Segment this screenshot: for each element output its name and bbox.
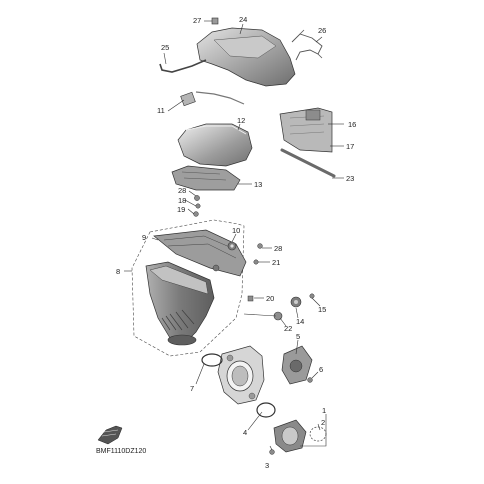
part-12-cover-shell	[177, 123, 253, 167]
callout-2: 2	[321, 418, 325, 427]
part-4-clamp	[256, 402, 276, 418]
assembly-8-boundary	[131, 219, 245, 357]
callout-13: 13	[254, 180, 262, 189]
callout-9: 9	[142, 233, 146, 242]
leader-lines	[124, 20, 344, 451]
part-15-bolt	[309, 293, 315, 299]
callout-22: 22	[284, 324, 292, 333]
callout-17: 17	[346, 142, 354, 151]
part-5-sensor	[281, 345, 313, 385]
callout-25: 25	[161, 43, 169, 52]
callout-4: 4	[243, 428, 247, 437]
callout-14: 14	[296, 317, 304, 326]
callout-19: 19	[177, 205, 185, 214]
callout-11: 11	[157, 106, 165, 115]
callout-10: 10	[232, 226, 240, 235]
callout-16: 16	[348, 120, 356, 129]
part-26-clip	[291, 29, 323, 61]
callout-5: 5	[296, 332, 300, 341]
callout-3: 3	[265, 461, 269, 470]
callout-8: 8	[116, 267, 120, 276]
part-11-strap	[180, 91, 245, 107]
callout-28: 28	[178, 186, 186, 195]
part-6-screw	[307, 377, 313, 383]
callouts: 1 2 3 4 5 6 7 8 9 10 11 12 13 14 15 16 1…	[116, 15, 356, 470]
motorcycle-icon	[97, 425, 123, 445]
part-13-duct	[171, 165, 241, 191]
callout-18: 18	[178, 196, 186, 205]
throttle-body	[217, 345, 265, 405]
diagram-code: BMF1110DZ120	[96, 448, 146, 455]
part-9-filter-plate	[153, 229, 247, 277]
callout-1: 1	[322, 406, 326, 415]
part-23-rod	[280, 148, 336, 178]
callout-7: 7	[190, 384, 194, 393]
part-25-hose	[159, 59, 207, 73]
part-7-clamp	[201, 353, 223, 367]
callout-21: 21	[272, 258, 280, 267]
callout-15: 15	[318, 305, 326, 314]
part-27-bolt	[211, 17, 219, 25]
callout-28b: 28	[274, 244, 282, 253]
callout-12: 12	[237, 116, 245, 125]
callout-27: 27	[193, 16, 201, 25]
part-3-bolt	[269, 449, 275, 455]
airbox-body	[145, 261, 215, 346]
callout-20: 20	[266, 294, 274, 303]
part-2-o-ring	[309, 426, 327, 442]
part-1-joint	[273, 419, 307, 453]
callout-26: 26	[318, 26, 326, 35]
callout-24: 24	[239, 15, 247, 24]
part-24-top-cover	[196, 27, 296, 87]
part-10-grommet	[227, 241, 237, 251]
part-16-17-side-panel	[279, 107, 333, 153]
callout-23: 23	[346, 174, 354, 183]
part-20-damper	[247, 295, 254, 302]
callout-6: 6	[319, 365, 323, 374]
